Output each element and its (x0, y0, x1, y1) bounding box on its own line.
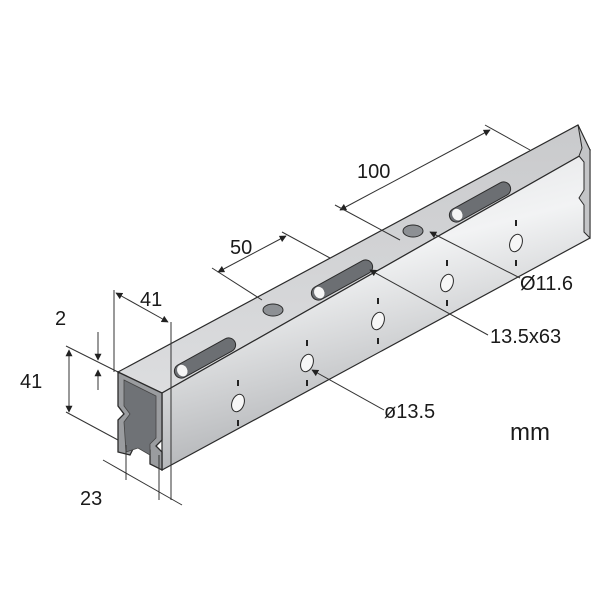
label-profile-height: 41 (20, 371, 42, 393)
label-hole-spacing: 50 (230, 237, 252, 259)
slot (310, 259, 374, 301)
channel-inner-cavity (123, 379, 157, 456)
channel-far-end (577, 124, 591, 240)
label-slot-spacing: 100 (357, 161, 390, 183)
label-wall-thickness: 2 (55, 308, 66, 330)
label-unit: mm (510, 419, 550, 446)
label-profile-width: 41 (140, 289, 162, 311)
side-holes (231, 233, 523, 413)
label-side-hole-diameter: ø13.5 (384, 401, 435, 423)
perforation-ticks (237, 220, 517, 426)
label-small-hole-diameter: Ø11.6 (520, 273, 573, 295)
label-opening-width: 23 (80, 488, 102, 510)
slot (173, 337, 237, 379)
small-hole (402, 224, 424, 238)
top-slots (173, 181, 512, 379)
dimension-lines (65, 124, 531, 506)
label-slot-size: 13.5x63 (490, 326, 561, 348)
small-hole (262, 303, 284, 317)
